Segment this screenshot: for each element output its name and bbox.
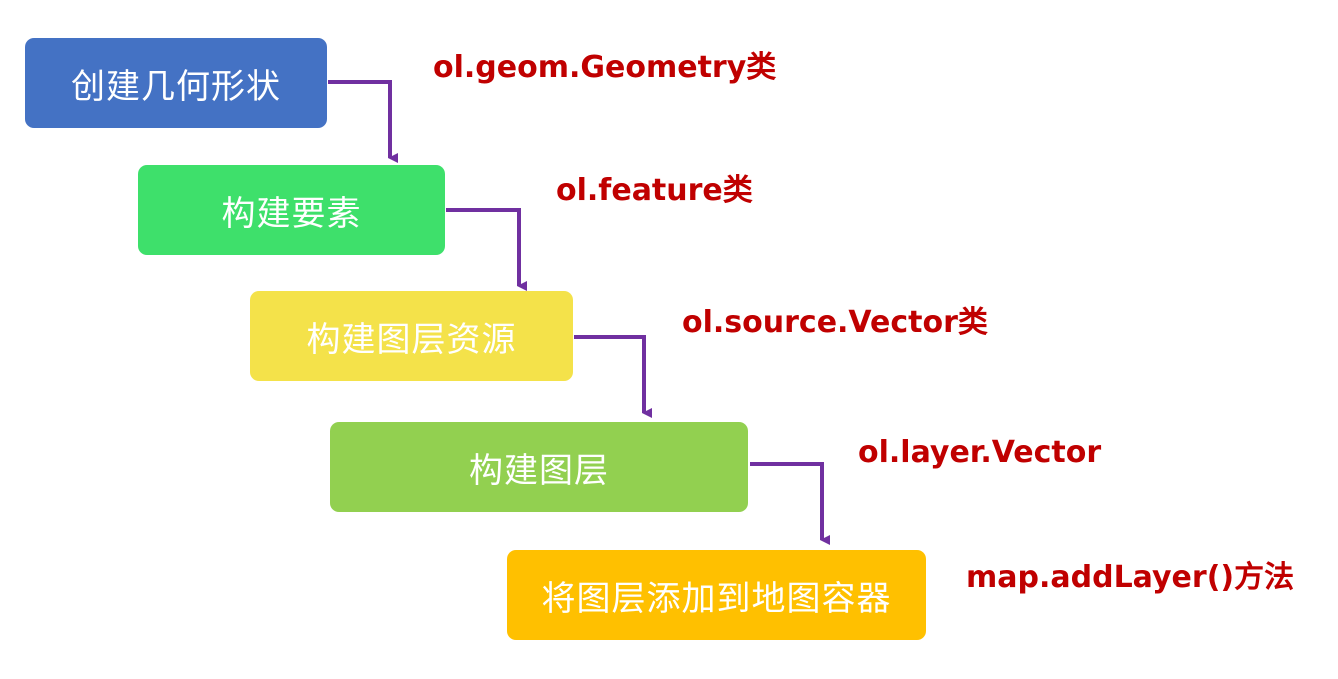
connector-arrow-1 (328, 80, 398, 163)
step-build-layer: 构建图层 (330, 422, 748, 512)
connector-arrow-2 (446, 208, 527, 291)
step-label: 将图层添加到地图容器 (541, 578, 892, 619)
step-label: 构建要素 (221, 193, 362, 234)
connector-arrow-4 (750, 462, 830, 545)
step-create-geometry: 创建几何形状 (25, 38, 327, 128)
step-build-feature: 构建要素 (138, 165, 445, 255)
api-label-add-layer: map.addLayer()方法 (966, 560, 1295, 595)
step-label: 构建图层 (469, 450, 609, 491)
api-label-feature: ol.feature类 (556, 173, 753, 208)
api-label-geometry: ol.geom.Geometry类 (433, 50, 777, 85)
step-label: 构建图层资源 (306, 319, 517, 360)
api-label-layer: ol.layer.Vector (858, 435, 1102, 470)
step-add-layer-to-map: 将图层添加到地图容器 (507, 550, 926, 640)
step-build-layer-source: 构建图层资源 (250, 291, 573, 381)
connector-arrow-3 (574, 335, 652, 418)
api-label-source: ol.source.Vector类 (682, 305, 988, 340)
step-label: 创建几何形状 (71, 66, 281, 107)
